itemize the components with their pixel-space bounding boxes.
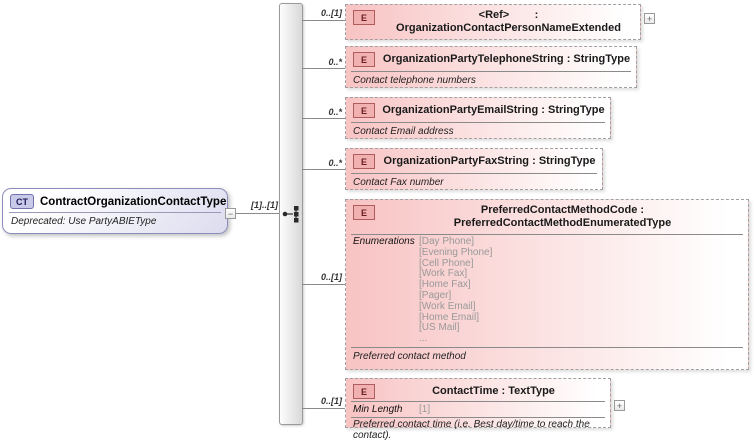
divider [351, 173, 597, 174]
connector-line [302, 68, 345, 69]
expand-button[interactable]: + [614, 400, 625, 411]
divider [351, 234, 743, 235]
element-type: : TextType [501, 384, 555, 397]
collapse-button[interactable]: − [225, 208, 236, 219]
enumerations-label: Enumerations [353, 236, 415, 247]
element-icon: E [353, 384, 375, 399]
facet-value: [1] [419, 404, 431, 415]
element-type: : StringType [532, 154, 596, 167]
element-annotation: Contact telephone numbers [353, 75, 476, 86]
element-box-contact-time[interactable]: E ContactTime : TextType Min Length [1] … [345, 378, 611, 441]
element-name: OrganizationPartyFaxString [383, 154, 530, 167]
expand-button[interactable]: + [644, 13, 655, 24]
enum-value: [Work Email] [419, 300, 476, 312]
enumerations-section: Enumerations [Day Phone] [Evening Phone]… [346, 235, 748, 345]
connector-line [302, 169, 345, 170]
element-type: : StringType [541, 103, 605, 116]
element-annotation: Contact Email address [353, 126, 454, 137]
complex-type-box[interactable]: CT ContractOrganizationContactType Depre… [2, 188, 228, 234]
cardinality-label: [1]..[1] [251, 200, 278, 210]
connector-line [302, 284, 345, 285]
enum-value: [Cell Phone] [419, 257, 474, 269]
element-icon: E [353, 103, 375, 118]
facet-label: Min Length [353, 404, 403, 415]
element-type: : OrganizationContactPersonNameExtended [396, 9, 621, 34]
cardinality-label: 0..[1] [320, 396, 342, 406]
enum-value: [US Mail] [419, 322, 460, 334]
connector-line [302, 118, 345, 119]
element-icon: E [353, 205, 375, 220]
enum-value: ... [419, 333, 428, 345]
element-type: : PreferredContactMethodEnumeratedType [453, 204, 672, 229]
complex-type-name: ContractOrganizationContactType [40, 195, 227, 208]
divider [351, 71, 631, 72]
facet-row: Min Length [1] [346, 402, 610, 415]
element-icon: E [353, 52, 375, 67]
enum-value: [Work Fax] [419, 268, 468, 280]
element-type: : StringType [566, 52, 631, 65]
enumeration-values: [Day Phone] [Evening Phone] [Cell Phone]… [419, 236, 741, 345]
element-name: ContactTime [432, 384, 499, 397]
element-box-preferred-contact-method[interactable]: E PreferredContactMethodCode : Preferred… [345, 199, 749, 370]
element-name: PreferredContactMethodCode [480, 204, 638, 216]
divider [351, 417, 605, 418]
cardinality-label: 0..* [328, 107, 342, 117]
divider [9, 212, 221, 213]
complex-type-title: CT ContractOrganizationContactType [3, 189, 227, 211]
enum-value: [Home Fax] [419, 279, 471, 291]
divider [351, 122, 605, 123]
divider [351, 346, 743, 348]
element-annotation: Contact Fax number [353, 177, 444, 188]
cardinality-label: 0..* [328, 158, 342, 168]
enum-value: [Evening Phone] [419, 246, 493, 258]
enum-value: [Home Email] [419, 311, 480, 323]
element-name: OrganizationPartyTelephoneString [382, 52, 564, 65]
element-name: OrganizationPartyEmailString [382, 103, 539, 116]
connector-line [236, 213, 279, 214]
sequence-icon [282, 206, 299, 223]
element-name: <Ref> [478, 9, 510, 21]
enum-value: [Pager] [419, 289, 452, 301]
element-annotation: Preferred contact method [353, 350, 466, 362]
connector-line [302, 20, 345, 21]
complex-type-annotation: Deprecated: Use PartyABIEType [11, 216, 157, 227]
divider [351, 401, 605, 402]
element-annotation: Preferred contact time (i.e. Best day/ti… [353, 419, 590, 441]
element-box-fax[interactable]: E OrganizationPartyFaxString : StringTyp… [345, 148, 603, 190]
complex-type-icon: CT [10, 194, 34, 209]
cardinality-label: 0..* [328, 57, 342, 67]
cardinality-label: 0..[1] [320, 8, 342, 18]
element-box-ref[interactable]: E <Ref>: OrganizationContactPersonNameEx… [345, 4, 641, 40]
element-box-email[interactable]: E OrganizationPartyEmailString : StringT… [345, 97, 611, 139]
connector-line [302, 408, 345, 409]
element-icon: E [353, 10, 375, 25]
cardinality-label: 0..[1] [320, 272, 342, 282]
element-icon: E [353, 154, 375, 169]
enum-value: [Day Phone] [419, 236, 475, 247]
element-box-telephone[interactable]: E OrganizationPartyTelephoneString : Str… [345, 46, 637, 88]
